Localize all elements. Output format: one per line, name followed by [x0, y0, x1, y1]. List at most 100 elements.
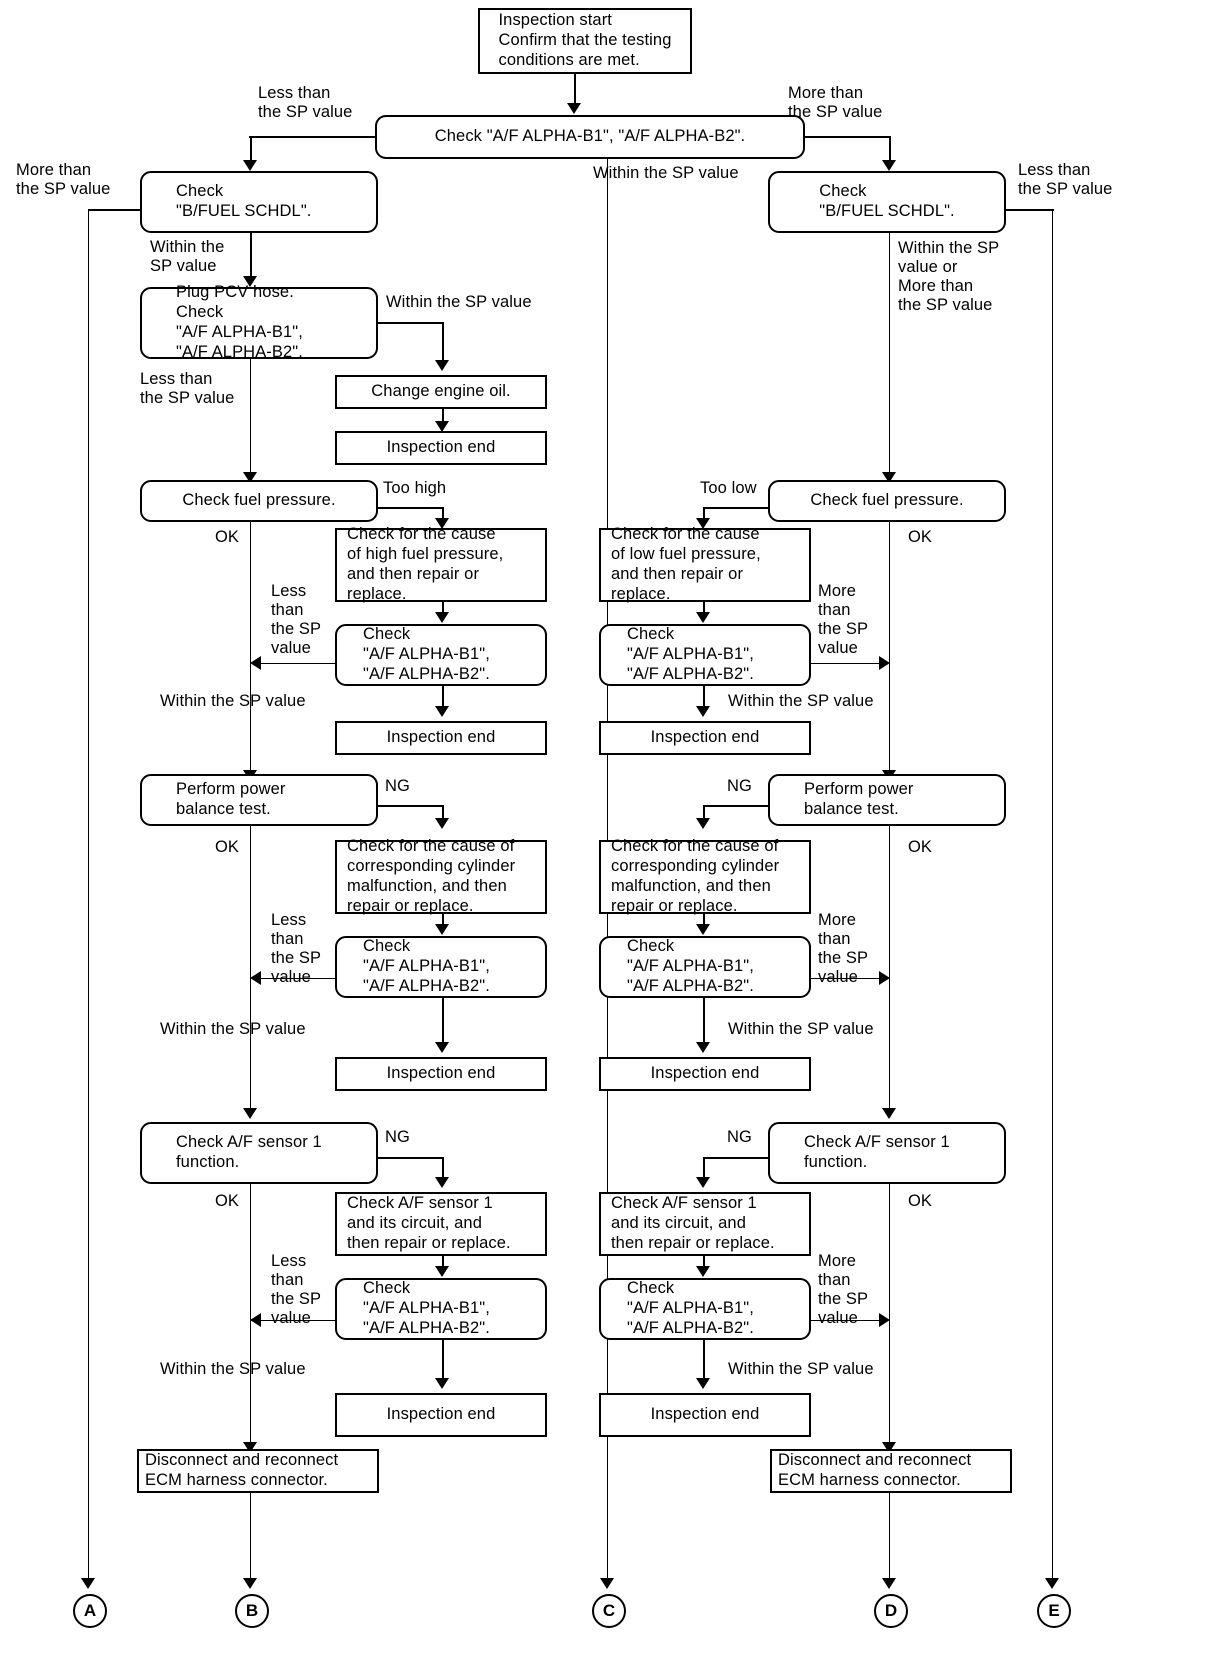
- edge-cause-high-down: [442, 602, 444, 616]
- arrowhead-down: [243, 160, 257, 171]
- arrowhead-down: [882, 1108, 896, 1119]
- node-check-alpha-fp-left: Check "A/F ALPHA-B1", "A/F ALPHA-B2".: [335, 624, 547, 686]
- arrowhead-down: [435, 1177, 449, 1188]
- edge-too-low-v: [703, 507, 705, 522]
- node-check-fuel-pressure-left-text: Check fuel pressure.: [182, 491, 336, 510]
- arrowhead-down: [696, 1266, 710, 1277]
- node-change-engine-oil-text: Change engine oil.: [371, 382, 511, 401]
- node-check-alpha-pb-left-text: Check "A/F ALPHA-B1", "A/F ALPHA-B2".: [363, 937, 490, 995]
- node-check-alpha-af-left-text: Check "A/F ALPHA-B1", "A/F ALPHA-B2".: [363, 1279, 490, 1337]
- page-connector-D[interactable]: D: [874, 1594, 908, 1628]
- node-check-alpha-pb-right-text: Check "A/F ALPHA-B1", "A/F ALPHA-B2".: [627, 937, 754, 995]
- node-cause-low-fuel-pressure: Check for the cause of low fuel pressure…: [599, 525, 811, 603]
- node-inspection-end-7: Inspection end: [599, 1393, 811, 1437]
- edge-alpha-af-right-back-h: [811, 1320, 883, 1321]
- edge-cause-cyl-left-down: [442, 914, 444, 928]
- label-less-than-sp-top-left: Less than the SP value: [258, 84, 353, 122]
- node-cause-low-fuel-pressure-text: Check for the cause of low fuel pressure…: [611, 525, 761, 603]
- label-within-sp-af-left: Within the SP value: [160, 1360, 306, 1378]
- edge-cause-low-down: [703, 602, 705, 616]
- arrowhead-down: [435, 421, 449, 432]
- node-check-alpha-main-text: Check "A/F ALPHA-B1", "A/F ALPHA-B2".: [434, 127, 746, 146]
- edge-alpha-pb-left-back-h: [258, 978, 336, 979]
- label-ok-fuel-right: OK: [908, 528, 933, 546]
- node-check-fuel-pressure-right: Check fuel pressure.: [768, 480, 1006, 522]
- edge-ng-pb-left-h: [378, 805, 444, 807]
- edge-pcv-right-h: [378, 322, 444, 324]
- node-inspection-end-6: Inspection end: [335, 1393, 547, 1437]
- page-connector-C-label: C: [602, 1600, 616, 1620]
- arrowhead-left: [250, 656, 261, 670]
- node-ecm-harness-right-text: Disconnect and reconnect ECM harness con…: [778, 1451, 972, 1489]
- page-connector-A[interactable]: A: [73, 1594, 107, 1628]
- edge-pb-left-ok-down: [250, 826, 251, 1112]
- page-connector-E[interactable]: E: [1037, 1594, 1071, 1628]
- edge-alpha-af-left-back-h: [258, 1320, 336, 1321]
- edge-alpha-af-left-down: [442, 1340, 444, 1382]
- label-ok-af-right: OK: [908, 1192, 933, 1210]
- arrowhead-down: [1045, 1578, 1059, 1589]
- node-power-balance-left: Perform power balance test.: [140, 774, 378, 826]
- label-ok-af-left: OK: [215, 1192, 240, 1210]
- edge-alpha-af-right-down: [703, 1340, 705, 1382]
- arrowhead-right: [879, 971, 890, 985]
- node-af-sensor-circuit-left: Check A/F sensor 1 and its circuit, and …: [335, 1192, 547, 1256]
- node-cause-cylinder-right-text: Check for the cause of corresponding cyl…: [611, 837, 780, 915]
- node-cause-high-fuel-pressure: Check for the cause of high fuel pressur…: [335, 525, 547, 603]
- arrowhead-down: [435, 518, 449, 529]
- node-cause-cylinder-left: Check for the cause of corresponding cyl…: [335, 837, 547, 915]
- edge-ng-pb-right-h: [703, 805, 770, 807]
- node-ecm-harness-right: Disconnect and reconnect ECM harness con…: [770, 1449, 1012, 1493]
- node-af-sensor-function-right: Check A/F sensor 1 function.: [768, 1122, 1006, 1184]
- arrowhead-left: [250, 1313, 261, 1327]
- node-cause-cylinder-right: Check for the cause of corresponding cyl…: [599, 837, 811, 915]
- node-cause-cylinder-left-text: Check for the cause of corresponding cyl…: [347, 837, 516, 915]
- edge-main-right-v: [889, 136, 891, 164]
- page-connector-D-label: D: [884, 1600, 898, 1620]
- label-ok-pb-right: OK: [908, 838, 933, 856]
- arrowhead-down: [243, 1578, 257, 1589]
- arrowhead-down: [435, 818, 449, 829]
- arrowhead-down: [435, 924, 449, 935]
- arrowhead-down: [435, 1266, 449, 1277]
- node-check-alpha-fp-right-text: Check "A/F ALPHA-B1", "A/F ALPHA-B2".: [627, 625, 754, 683]
- node-plug-pcv: Plug PCV hose. Check "A/F ALPHA-B1", "A/…: [140, 283, 378, 361]
- node-check-alpha-pb-left: Check "A/F ALPHA-B1", "A/F ALPHA-B2".: [335, 936, 547, 998]
- edge-alpha-fp-left-back-h: [258, 663, 336, 664]
- node-af-sensor-function-right-text: Check A/F sensor 1 function.: [804, 1133, 950, 1171]
- node-check-fuel-pressure-left: Check fuel pressure.: [140, 480, 378, 522]
- arrowhead-down: [882, 1578, 896, 1589]
- node-check-alpha-pb-right: Check "A/F ALPHA-B1", "A/F ALPHA-B2".: [599, 936, 811, 998]
- label-within-sp-pb-left: Within the SP value: [160, 1020, 306, 1038]
- edge-main-left-h: [249, 136, 377, 138]
- edge-alpha-pb-right-back-h: [811, 978, 883, 979]
- node-ecm-harness-left: Disconnect and reconnect ECM harness con…: [137, 1449, 379, 1493]
- node-check-bfuel-left-text: Check "B/FUEL SCHDL".: [176, 182, 312, 220]
- node-af-sensor-circuit-right: Check A/F sensor 1 and its circuit, and …: [599, 1192, 811, 1256]
- arrowhead-down: [882, 472, 896, 483]
- edge-alpha-fp-left-down: [442, 686, 444, 709]
- edge-bfuel-left-down: [250, 233, 252, 280]
- edge-fuel-left-ok-down: [250, 522, 251, 774]
- edge-alpha-fp-right-back-h: [811, 663, 883, 664]
- label-more-than-sp-af-right: More than the SP value: [818, 1252, 869, 1328]
- edge-fuel-right-ok-down: [889, 522, 890, 774]
- page-connector-C[interactable]: C: [592, 1594, 626, 1628]
- node-check-fuel-pressure-right-text: Check fuel pressure.: [810, 491, 964, 510]
- label-ng-pb-right: NG: [727, 777, 752, 795]
- arrowhead-down: [696, 706, 710, 717]
- edge-ng-af-right-h: [703, 1157, 770, 1159]
- arrowhead-down: [696, 818, 710, 829]
- edge-af-circuit-left-down: [442, 1256, 444, 1270]
- page-connector-B[interactable]: B: [235, 1594, 269, 1628]
- arrowhead-down: [882, 1442, 896, 1453]
- label-within-sp-af-right: Within the SP value: [728, 1360, 874, 1378]
- label-ok-fuel-left: OK: [215, 528, 240, 546]
- edge-bfuel-right-to-E-h: [1006, 209, 1054, 211]
- edge-pcv-down-to-fuel: [250, 359, 251, 476]
- node-inspection-end-4-text: Inspection end: [386, 1064, 496, 1083]
- node-check-alpha-af-right-text: Check "A/F ALPHA-B1", "A/F ALPHA-B2".: [627, 1279, 754, 1337]
- label-within-sp-pb-right: Within the SP value: [728, 1020, 874, 1038]
- label-less-than-sp-far-right: Less than the SP value: [1018, 161, 1113, 199]
- node-inspection-end-5: Inspection end: [599, 1057, 811, 1091]
